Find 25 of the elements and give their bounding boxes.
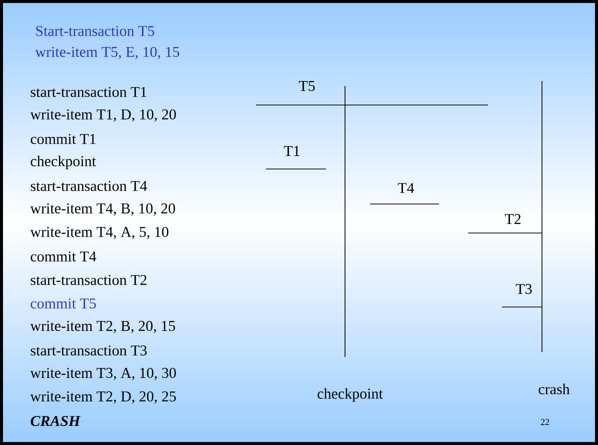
- log-entry: write-item T3, A, 10, 30: [30, 368, 176, 380]
- transaction-label: T5: [298, 81, 315, 91]
- transaction-label: T1: [284, 146, 300, 156]
- log-entry: start-transaction T2: [30, 274, 146, 286]
- log-entry: write-item T1, D, 10, 20: [30, 109, 176, 122]
- transaction-label: T3: [516, 284, 532, 294]
- log-entry: start-transaction T1: [30, 86, 146, 98]
- axis-label: crash: [538, 384, 570, 394]
- crash-label: CRASH: [30, 416, 81, 426]
- page-number: 22: [540, 419, 549, 425]
- log-entry: Start-transaction T5: [36, 26, 154, 36]
- log-entry: write-item T2, B, 20, 15: [30, 320, 176, 334]
- log-entry: commit T4: [30, 251, 96, 262]
- axis-label: checkpoint: [318, 388, 383, 402]
- transaction-label: T4: [398, 183, 414, 193]
- log-entry: write-item T5, E, 10, 15: [35, 46, 180, 60]
- log-entry: start-transaction T4: [30, 180, 148, 192]
- log-entry: write-item T4, B, 10, 20: [30, 203, 176, 216]
- log-entry: commit T1: [30, 134, 96, 144]
- log-entry: checkpoint: [30, 156, 96, 170]
- log-entry: commit T5: [30, 298, 96, 309]
- log-entry: write-item T4, A, 5, 10: [30, 226, 168, 240]
- log-entry: start-transaction T3: [30, 345, 147, 356]
- transaction-label: T2: [504, 214, 520, 224]
- log-entry: write-item T2, D, 20, 25: [30, 391, 176, 404]
